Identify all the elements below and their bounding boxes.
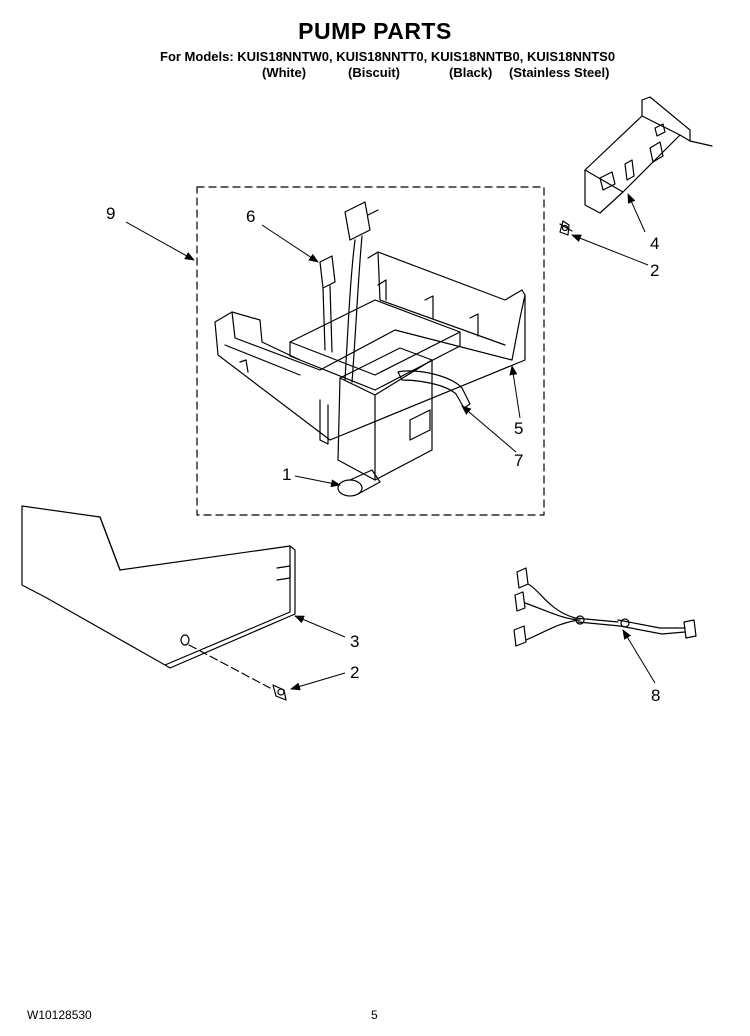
variant-stainless: (Stainless Steel) <box>509 65 610 80</box>
mounting-bracket-part-4 <box>584 96 713 214</box>
callout-4: 4 <box>650 234 660 253</box>
wire-harness-part-8 <box>513 567 697 647</box>
callout-7: 7 <box>514 451 524 470</box>
callout-8: 8 <box>651 686 661 705</box>
leader-6 <box>261 224 319 263</box>
screw-upper-part-2 <box>559 220 573 236</box>
page-number: 5 <box>371 1008 378 1022</box>
connector-part-6 <box>319 201 379 383</box>
pump-motor-part-1 <box>319 347 433 497</box>
leader-1 <box>294 475 341 488</box>
callout-6: 6 <box>246 207 256 226</box>
pump-tray <box>214 251 526 441</box>
leader-3 <box>294 615 346 638</box>
leader-5 <box>509 365 521 419</box>
leader-7 <box>461 405 517 453</box>
screw-lower-part-2 <box>188 644 287 701</box>
variant-white: (White) <box>262 65 307 80</box>
leader-2-lower <box>290 672 346 691</box>
leader-9 <box>125 221 195 261</box>
leader-4 <box>627 193 646 233</box>
float-ribbon-part-7 <box>397 370 471 409</box>
variant-black: (Black) <box>449 65 493 80</box>
variant-biscuit: (Biscuit) <box>348 65 400 80</box>
callout-5: 5 <box>514 419 524 438</box>
page-title: PUMP PARTS <box>298 18 452 44</box>
callout-9: 9 <box>106 204 116 223</box>
callout-1: 1 <box>282 465 292 484</box>
callout-2-lower: 2 <box>350 663 360 682</box>
document-number: W10128530 <box>27 1008 92 1022</box>
leader-8 <box>622 629 656 684</box>
cover-panel-part-3 <box>21 505 296 669</box>
callout-2-upper: 2 <box>650 261 660 280</box>
assembly-boundary <box>196 186 545 516</box>
callout-3: 3 <box>350 632 360 651</box>
leader-arrows <box>125 193 656 691</box>
models-line: For Models: KUIS18NNTW0, KUIS18NNTT0, KU… <box>160 49 616 64</box>
leader-2-upper <box>571 234 649 266</box>
